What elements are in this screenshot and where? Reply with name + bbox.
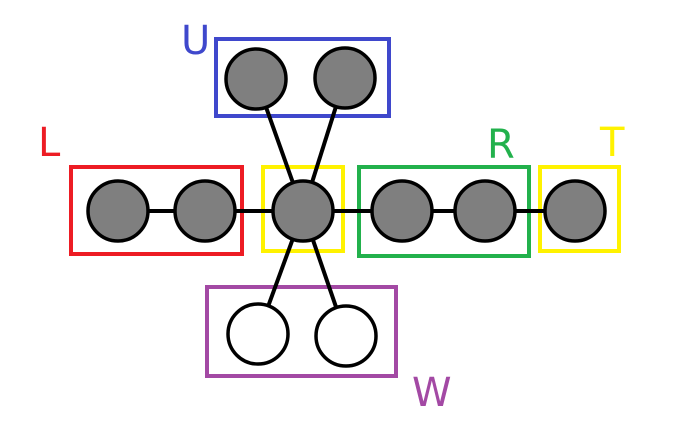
node-l1: [86, 179, 150, 243]
group-label-r: R: [487, 122, 515, 168]
node-w2: [314, 304, 378, 368]
node-u1: [224, 47, 288, 111]
group-box-u: [214, 37, 391, 118]
node-r1: [370, 179, 434, 243]
group-box-w: [205, 285, 398, 378]
node-c: [271, 179, 335, 243]
group-label-t: T: [599, 120, 625, 166]
group-label-w: W: [412, 370, 452, 416]
nodes: [86, 46, 607, 368]
node-w1: [226, 302, 290, 366]
node-r2: [453, 179, 517, 243]
group-label-l: L: [38, 120, 61, 166]
group-label-u: U: [181, 18, 210, 64]
node-l2: [173, 179, 237, 243]
node-t1: [543, 179, 607, 243]
node-u2: [313, 46, 377, 110]
